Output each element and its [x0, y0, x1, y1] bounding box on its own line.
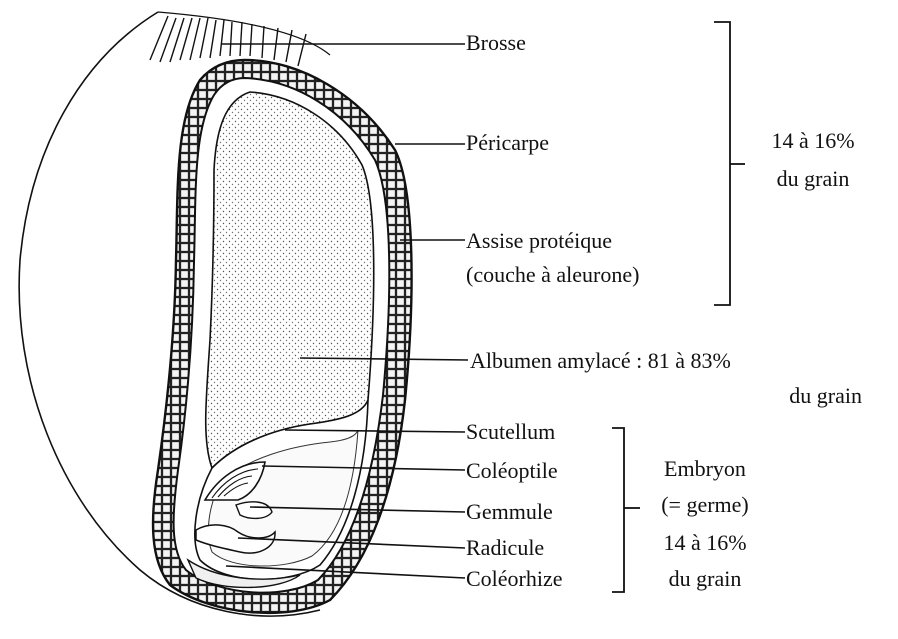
brush-hairs	[150, 16, 306, 66]
gemmule-shape	[236, 502, 272, 519]
label-albumen-sub: du grain	[690, 383, 862, 408]
embryo-synonym: (= germe)	[640, 492, 770, 517]
envelope-unit: du grain	[748, 166, 878, 191]
label-coleoptile: Coléoptile	[466, 458, 558, 483]
embryo-unit: du grain	[640, 566, 770, 591]
label-assise-sub: (couche à aleurone)	[466, 262, 639, 287]
label-pericarpe: Péricarpe	[466, 130, 549, 155]
envelope-bracket	[714, 22, 745, 305]
embryo-percentage: 14 à 16%	[640, 530, 770, 555]
envelope-percentage: 14 à 16%	[748, 128, 878, 153]
label-gemmule: Gemmule	[466, 499, 553, 524]
label-radicule: Radicule	[466, 535, 544, 560]
embryo-bracket	[612, 428, 640, 592]
label-brosse: Brosse	[466, 30, 526, 55]
embryo-title: Embryon	[640, 456, 770, 481]
label-scutellum: Scutellum	[466, 419, 555, 444]
label-albumen: Albumen amylacé : 81 à 83%	[470, 348, 731, 373]
label-assise: Assise protéique	[466, 228, 612, 253]
starchy-endosperm	[206, 92, 374, 468]
label-coleorhize: Coléorhize	[466, 566, 563, 591]
